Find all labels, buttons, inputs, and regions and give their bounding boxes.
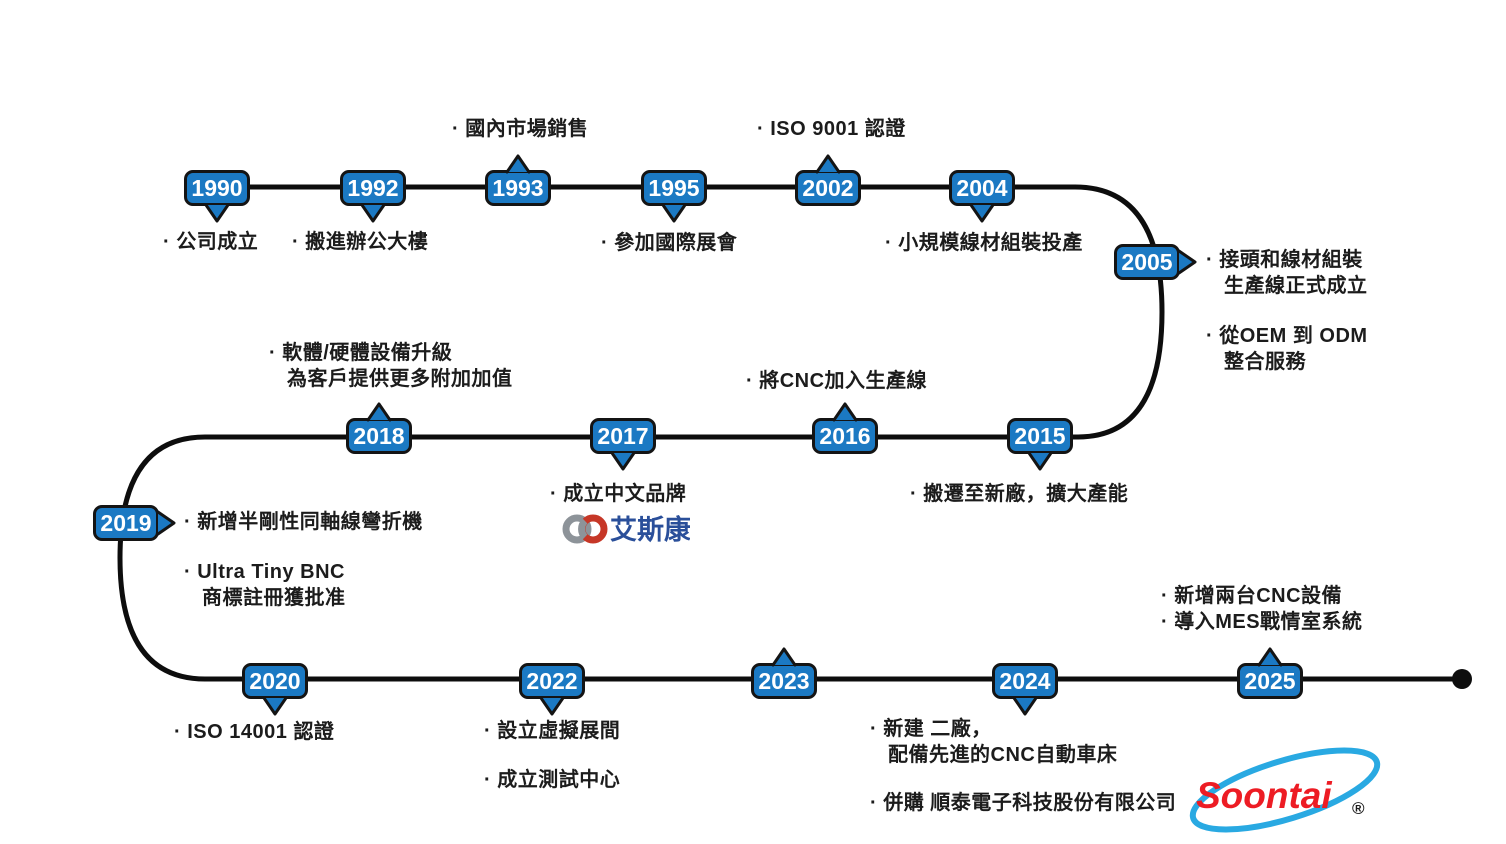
pointer-down-icon <box>969 203 995 223</box>
year-label: 2002 <box>802 174 854 201</box>
year-label: 2025 <box>1244 667 1296 694</box>
soontai-swoosh <box>1189 747 1381 833</box>
year-badge-2019: 2019 <box>93 505 176 541</box>
year-label: 2022 <box>526 667 578 694</box>
pointer-right-icon <box>156 510 176 536</box>
note-2019-a: · 新增半剛性同軸線彎折機 <box>184 511 423 533</box>
pointer-up-icon <box>832 402 858 422</box>
year-badge-2020: 2020 <box>242 663 308 716</box>
note-2022-b: · 成立測試中心 <box>484 769 621 791</box>
pointer-up-icon <box>1257 647 1283 667</box>
note-2018: · 軟體/硬體設備升級 為客戶提供更多附加加值 <box>269 342 513 390</box>
aiscon-logo-text: 艾斯康 <box>610 514 690 545</box>
year-label: 2023 <box>758 667 810 694</box>
note-2019-b: · Ultra Tiny BNC 商標註冊獲批准 <box>184 561 346 609</box>
year-label: 1992 <box>347 174 399 201</box>
aiscon-ring-gray <box>562 514 592 544</box>
pointer-down-icon <box>1012 696 1038 716</box>
soontai-logo-text: Soontai <box>1196 775 1332 816</box>
year-badge-2004: 2004 <box>949 170 1015 223</box>
pointer-right-icon <box>1177 249 1197 275</box>
note-2005-b: · 從OEM 到 ODM 整合服務 <box>1206 325 1368 373</box>
note-2016: · 將CNC加入生產線 <box>746 370 928 392</box>
soontai-logo: Soontai ® <box>1189 747 1381 833</box>
year-badge-1995: 1995 <box>641 170 707 223</box>
note-1990: · 公司成立 <box>163 231 259 253</box>
pointer-down-icon <box>1027 451 1053 471</box>
note-2004: · 小規模線材組裝投產 <box>885 232 1083 254</box>
year-label: 2004 <box>956 174 1008 201</box>
year-label: 2024 <box>999 667 1051 694</box>
pointer-up-icon <box>815 154 841 174</box>
note-1995: · 參加國際展會 <box>601 232 738 254</box>
year-label: 2017 <box>597 422 649 449</box>
year-badge-2002: 2002 <box>795 154 861 206</box>
soontai-registered-mark: ® <box>1352 799 1365 818</box>
aiscon-ring-overlap <box>578 518 588 540</box>
pointer-up-icon <box>505 154 531 174</box>
pointer-down-icon <box>204 203 230 223</box>
year-badge-2024: 2024 <box>992 663 1058 716</box>
year-label: 2018 <box>353 422 405 449</box>
pointer-up-icon <box>771 647 797 667</box>
note-1992: · 搬進辦公大樓 <box>292 231 429 253</box>
year-badge-2023: 2023 <box>751 647 817 699</box>
year-label: 2005 <box>1121 248 1173 275</box>
year-badge-1993: 1993 <box>485 154 551 206</box>
note-2015: · 搬遷至新廠，擴大產能 <box>910 483 1129 505</box>
year-badge-2025: 2025 <box>1237 647 1303 699</box>
note-2022-a: · 設立虛擬展間 <box>484 720 621 742</box>
aiscon-logo: 艾斯康 <box>562 514 690 545</box>
year-badge-2015: 2015 <box>1007 418 1073 471</box>
year-badge-2022: 2022 <box>519 663 585 716</box>
note-2020: · ISO 14001 認證 <box>174 721 335 743</box>
note-1993: · 國內市場銷售 <box>452 118 589 140</box>
pointer-up-icon <box>366 402 392 422</box>
note-2002: · ISO 9001 認證 <box>757 118 906 140</box>
note-2025: · 新增兩台CNC設備 · 導入MES戰情室系統 <box>1161 585 1363 633</box>
pointer-down-icon <box>661 203 687 223</box>
note-2024-a: · 新建 二廠， 配備先進的CNC自動車床 <box>870 718 1118 766</box>
year-badge-1990: 1990 <box>184 170 250 223</box>
year-label: 1990 <box>191 174 243 201</box>
note-2017: · 成立中文品牌 <box>550 483 687 505</box>
year-label: 1995 <box>648 174 700 201</box>
pointer-down-icon <box>610 451 636 471</box>
note-2005-a: · 接頭和線材組裝 生產線正式成立 <box>1206 249 1368 297</box>
year-badge-2017: 2017 <box>590 418 656 471</box>
year-badge-2016: 2016 <box>812 402 878 454</box>
year-label: 1993 <box>492 174 544 201</box>
aiscon-ring-red <box>578 514 608 544</box>
year-label: 2015 <box>1014 422 1066 449</box>
pointer-down-icon <box>539 696 565 716</box>
year-label: 2019 <box>100 509 152 536</box>
timeline-end-dot <box>1452 669 1472 689</box>
year-badge-2018: 2018 <box>346 402 412 454</box>
year-label: 2016 <box>819 422 871 449</box>
year-badge-2005: 2005 <box>1114 244 1197 280</box>
pointer-down-icon <box>360 203 386 223</box>
pointer-down-icon <box>262 696 288 716</box>
note-2024-b: · 併購 順泰電子科技股份有限公司 <box>870 792 1177 814</box>
year-label: 2020 <box>249 667 301 694</box>
year-badge-1992: 1992 <box>340 170 406 223</box>
